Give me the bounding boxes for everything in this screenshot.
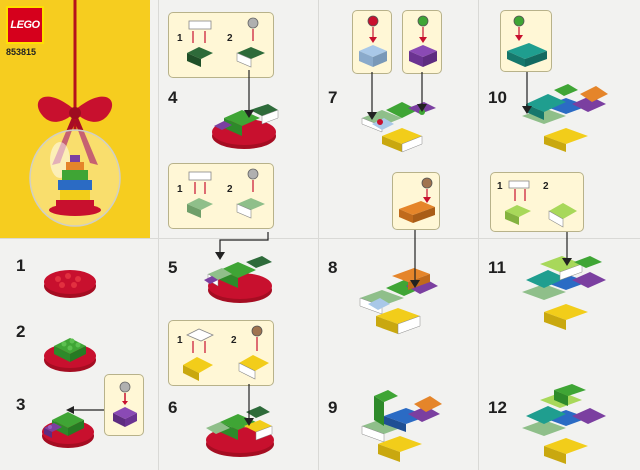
fold-line-v1 bbox=[158, 0, 159, 470]
step-7-arrows bbox=[367, 72, 427, 120]
set-number: 853815 bbox=[6, 47, 37, 57]
step-8-model bbox=[359, 268, 438, 335]
step-5-sub-1: 1 bbox=[177, 184, 183, 195]
step-5-callout-parts bbox=[187, 168, 265, 219]
step-9-model bbox=[361, 390, 442, 462]
step-11-callout: 1 2 bbox=[490, 172, 584, 232]
step-number-3: 3 bbox=[16, 395, 26, 414]
step-number-1: 1 bbox=[16, 256, 26, 275]
step-3-arrow bbox=[66, 406, 104, 414]
step-number-8: 8 bbox=[328, 258, 338, 277]
step-11-sub-1: 1 bbox=[497, 181, 503, 192]
step-7-callout-a-parts bbox=[359, 15, 387, 67]
step-number-5: 5 bbox=[168, 258, 178, 277]
fold-line-h bbox=[0, 238, 640, 239]
step-number-12: 12 bbox=[488, 398, 507, 417]
step-11-arrow bbox=[562, 232, 572, 266]
step-7-callout-b-parts bbox=[409, 15, 437, 67]
step-10-callout-parts bbox=[507, 15, 547, 67]
lego-logo: LEGO bbox=[6, 6, 44, 44]
step-5-sub-2: 2 bbox=[227, 184, 233, 195]
step-1-model bbox=[44, 270, 96, 298]
step-6-arrow bbox=[244, 384, 254, 426]
step-4-callout: 1 2 bbox=[168, 12, 274, 78]
step-number-7: 7 bbox=[328, 88, 338, 107]
step-10-callout bbox=[500, 10, 552, 72]
step-number-11: 11 bbox=[488, 258, 506, 277]
step-10-arrow bbox=[522, 72, 532, 114]
step-8-callout-parts bbox=[399, 177, 435, 223]
step-7-callout-b bbox=[402, 10, 442, 74]
ornament-image bbox=[29, 0, 121, 227]
step-11-model bbox=[522, 256, 606, 330]
step-number-6: 6 bbox=[168, 398, 178, 417]
step-11-callout-parts bbox=[505, 180, 577, 228]
fold-line-v3 bbox=[478, 0, 479, 470]
step-number-10: 10 bbox=[488, 88, 507, 107]
step-4-sub-2: 2 bbox=[227, 33, 233, 44]
step-12-model bbox=[522, 384, 606, 464]
step-6-sub-2: 2 bbox=[231, 335, 237, 346]
step-4-arrow bbox=[244, 70, 254, 118]
step-6-callout: 1 2 bbox=[168, 320, 274, 386]
step-number-2: 2 bbox=[16, 322, 26, 341]
step-6-callout-parts bbox=[183, 325, 269, 381]
step-3-callout-parts bbox=[113, 381, 137, 427]
step-5-arrow bbox=[215, 232, 269, 260]
step-5-callout: 1 2 bbox=[168, 163, 274, 229]
step-3-callout bbox=[104, 374, 144, 436]
step-2-model bbox=[44, 338, 96, 372]
step-4-model bbox=[212, 104, 279, 149]
step-number-9: 9 bbox=[328, 398, 338, 417]
step-6-sub-1: 1 bbox=[177, 335, 183, 346]
step-3-model bbox=[42, 412, 94, 448]
step-7-model bbox=[361, 102, 436, 153]
step-number-4: 4 bbox=[168, 88, 178, 107]
step-7-callout-a bbox=[352, 10, 392, 74]
fold-line-v2 bbox=[318, 0, 319, 470]
step-4-sub-1: 1 bbox=[177, 33, 183, 44]
step-11-sub-2: 2 bbox=[543, 181, 549, 192]
step-6-model bbox=[206, 406, 274, 457]
cover-panel: LEGO 853815 bbox=[0, 0, 150, 238]
step-4-callout-parts bbox=[187, 17, 265, 68]
step-10-model bbox=[522, 84, 608, 152]
step-8-arrow bbox=[410, 230, 420, 288]
logo-text: LEGO bbox=[10, 19, 40, 31]
step-5-model bbox=[204, 256, 272, 303]
step-8-callout bbox=[392, 172, 440, 230]
